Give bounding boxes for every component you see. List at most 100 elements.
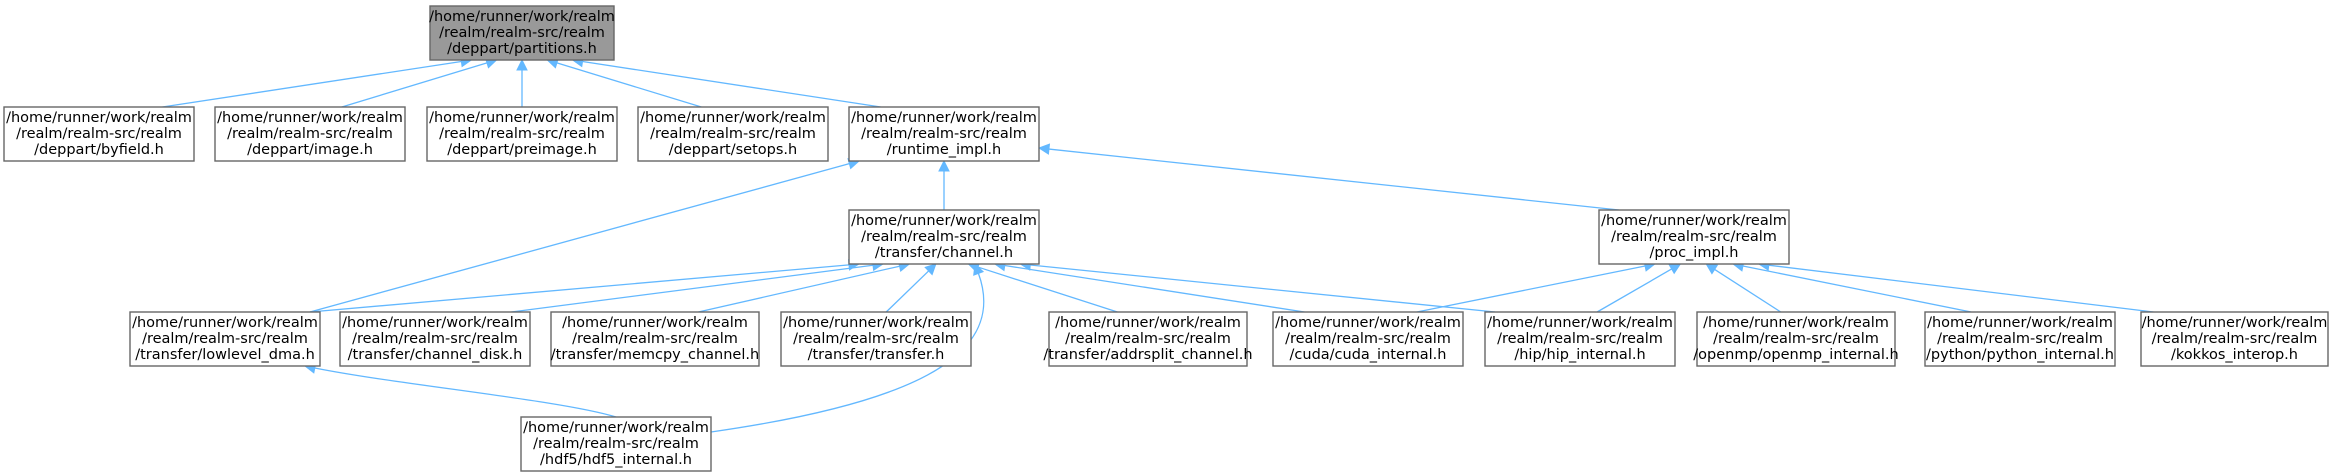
node-channel[interactable]: /home/runner/work/realm/realm/realm-src/… [848, 209, 1040, 265]
node-image[interactable]: /home/runner/work/realm/realm/realm-src/… [214, 106, 406, 162]
edge-line [710, 273, 985, 433]
node-label-line: /deppart/image.h [247, 142, 373, 158]
node-box [1924, 311, 2116, 367]
node-hdf5_internal[interactable]: /home/runner/work/realm/realm/realm-src/… [520, 416, 712, 472]
node-label-line: /hdf5/hdf5_internal.h [540, 452, 692, 468]
node-label-line: /realm/realm-src/realm [1065, 331, 1231, 347]
edge-line [1596, 268, 1672, 313]
node-openmp_internal[interactable]: /home/runner/work/realm/realm/realm-src/… [1693, 311, 1899, 367]
node-label-line: /realm/realm-src/realm [439, 126, 605, 142]
edge-line [556, 62, 702, 108]
node-label-line: /transfer/channel.h [875, 245, 1013, 261]
node-label-line: /realm/realm-src/realm [650, 126, 816, 142]
edge-hdf5_internal-to-channel [710, 262, 985, 433]
node-channel_disk[interactable]: /home/runner/work/realm/realm/realm-src/… [339, 311, 531, 367]
edge-line [309, 163, 850, 313]
node-label-line: /realm/realm-src/realm [352, 331, 518, 347]
node-byfield[interactable]: /home/runner/work/realm/realm/realm-src/… [3, 106, 195, 162]
node-box [429, 5, 615, 61]
edge-line [511, 264, 874, 313]
node-label-line: /transfer/addrsplit_channel.h [1043, 347, 1252, 363]
node-runtime_impl[interactable]: /home/runner/work/realm/realm/realm-src/… [848, 106, 1040, 162]
edge-line [885, 270, 930, 313]
node-kokkos_interop[interactable]: /home/runner/work/realm/realm/realm-src/… [2140, 311, 2329, 367]
edge-addrsplit_channel-to-channel [967, 261, 1118, 313]
arrow-head [973, 262, 985, 276]
node-python_internal[interactable]: /home/runner/work/realm/realm/realm-src/… [1924, 311, 2116, 367]
node-label-line: /home/runner/work/realm [132, 315, 318, 331]
node-label-line: /home/runner/work/realm [429, 110, 615, 126]
edge-line [698, 265, 900, 313]
arrow-head [938, 159, 950, 172]
node-proc_impl[interactable]: /home/runner/work/realm/realm/realm-src/… [1598, 209, 1790, 265]
node-label-line: /home/runner/work/realm [562, 315, 748, 331]
node-label-line: /home/runner/work/realm [783, 315, 969, 331]
node-label-line: /proc_impl.h [1649, 245, 1738, 261]
node-label-line: /realm/realm-src/realm [227, 126, 393, 142]
node-label-line: /home/runner/work/realm [1601, 213, 1787, 229]
node-label-line: /home/runner/work/realm [429, 9, 615, 25]
node-box [1048, 311, 1248, 367]
node-label-line: /deppart/byfield.h [34, 142, 164, 158]
node-label-line: /runtime_impl.h [887, 142, 1001, 158]
node-label-line: /realm/realm-src/realm [1611, 229, 1777, 245]
node-label-line: /realm/realm-src/realm [1285, 331, 1451, 347]
edge-cuda_internal-to-proc_impl [1416, 260, 1656, 313]
node-label-line: /cuda/cuda_internal.h [1290, 347, 1447, 363]
node-memcpy_channel[interactable]: /home/runner/work/realm/realm/realm-src/… [550, 311, 760, 367]
node-label-line: /realm/realm-src/realm [1937, 331, 2103, 347]
node-box [1598, 209, 1790, 265]
node-box [848, 209, 1040, 265]
node-preimage[interactable]: /home/runner/work/realm/realm/realm-src/… [426, 106, 618, 162]
node-label-line: /realm/realm-src/realm [572, 331, 738, 347]
node-box [1696, 311, 1896, 367]
node-box [214, 106, 406, 162]
node-cuda_internal[interactable]: /home/runner/work/realm/realm/realm-src/… [1272, 311, 1464, 367]
edge-channel_disk-to-channel [511, 259, 885, 313]
nodes-layer: /home/runner/work/realm/realm/realm-src/… [3, 5, 2329, 472]
node-label-line: /kokkos_interop.h [2171, 347, 2298, 363]
edge-line [1030, 264, 1496, 313]
node-box [848, 106, 1040, 162]
node-lowlevel_dma[interactable]: /home/runner/work/realm/realm/realm-src/… [129, 311, 321, 367]
edge-setops-to-partitions [546, 57, 702, 108]
node-label-line: /home/runner/work/realm [342, 315, 528, 331]
arrow-head [516, 58, 528, 71]
node-label-line: /realm/realm-src/realm [861, 126, 1027, 142]
node-label-line: /home/runner/work/realm [1927, 315, 2113, 331]
node-label-line: /realm/realm-src/realm [861, 229, 1027, 245]
edge-lowlevel_dma-to-runtime_impl [309, 158, 861, 313]
node-label-line: /realm/realm-src/realm [793, 331, 959, 347]
edge-line [1714, 268, 1782, 313]
edge-line [977, 266, 1118, 313]
edge-line [314, 367, 617, 418]
node-addrsplit_channel[interactable]: /home/runner/work/realm/realm/realm-src/… [1043, 311, 1253, 367]
edge-line [1048, 148, 1620, 211]
edge-proc_impl-to-runtime_impl [1037, 143, 1620, 211]
node-box [426, 106, 618, 162]
arrow-head [1037, 143, 1051, 155]
edge-line [1004, 264, 1305, 313]
node-label-line: /openmp/openmp_internal.h [1693, 347, 1899, 363]
node-label-line: /realm/realm-src/realm [533, 436, 699, 452]
edge-preimage-to-partitions [516, 58, 528, 107]
node-box [1484, 311, 1676, 367]
node-label-line: /transfer/channel_disk.h [348, 347, 523, 363]
node-label-line: /deppart/partitions.h [447, 41, 597, 57]
node-label-line: /home/runner/work/realm [1275, 315, 1461, 331]
node-label-line: /transfer/transfer.h [808, 347, 945, 363]
node-box [550, 311, 760, 367]
node-setops[interactable]: /home/runner/work/realm/realm/realm-src/… [637, 106, 829, 162]
node-label-line: /home/runner/work/realm [851, 213, 1037, 229]
arrow-head [1705, 263, 1719, 275]
node-box [3, 106, 195, 162]
node-box [637, 106, 829, 162]
node-box [339, 311, 531, 367]
node-partitions: /home/runner/work/realm/realm/realm-src/… [429, 5, 615, 61]
node-hip_internal[interactable]: /home/runner/work/realm/realm/realm-src/… [1484, 311, 1676, 367]
node-label-line: /transfer/memcpy_channel.h [551, 347, 759, 363]
node-label-line: /realm/realm-src/realm [2152, 331, 2318, 347]
node-transfer[interactable]: /home/runner/work/realm/realm/realm-src/… [780, 311, 972, 367]
edge-cuda_internal-to-channel [993, 259, 1305, 313]
node-label-line: /home/runner/work/realm [1703, 315, 1889, 331]
